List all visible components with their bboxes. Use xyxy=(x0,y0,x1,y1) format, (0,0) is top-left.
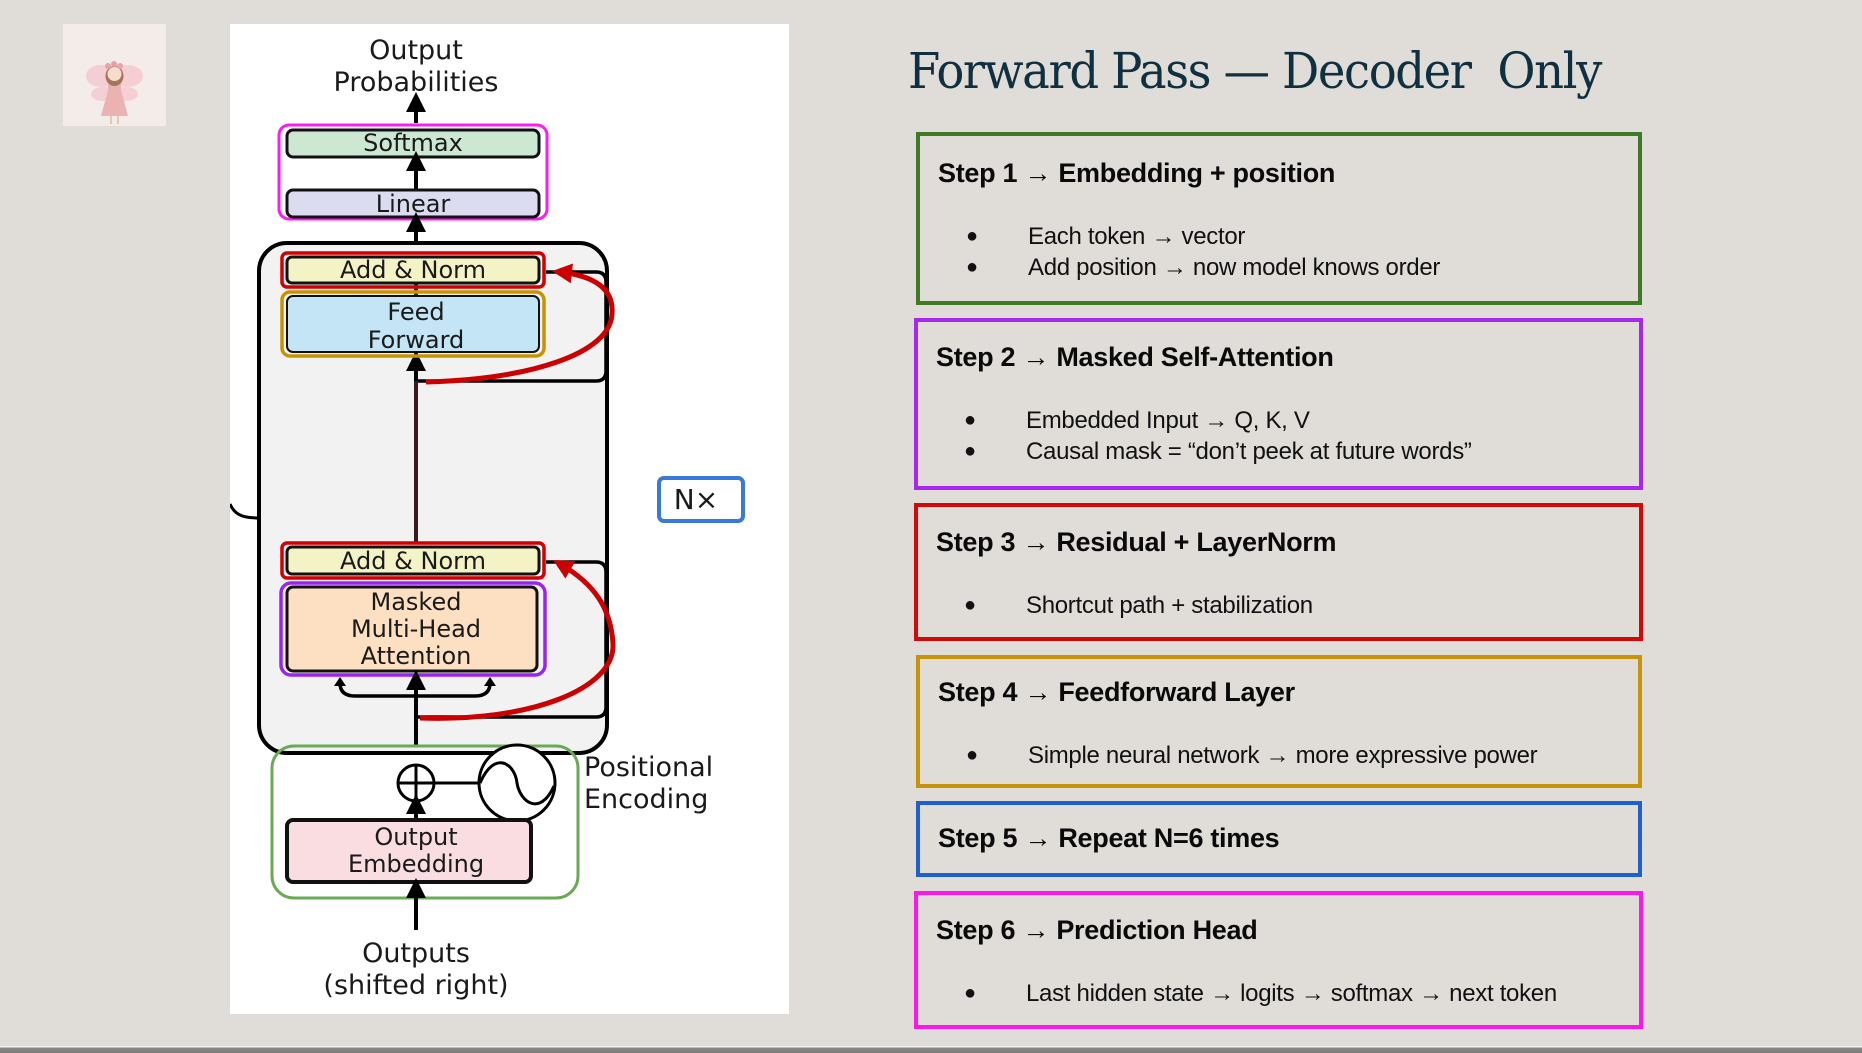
arrow-right-icon: → xyxy=(1024,677,1052,707)
add-norm-bottom-block xyxy=(285,545,541,576)
bullet-text: Add position → now model knows order xyxy=(1028,254,1441,281)
step-card-3: Step 3 → Residual + LayerNorm ● Shortcut … xyxy=(914,503,1643,641)
bullet-text: Embedded Input → Q, K, V xyxy=(1026,407,1310,434)
step-5-number: Step 5 xyxy=(938,823,1018,853)
masked-attention-label-line3: Attention xyxy=(361,642,472,670)
slide-title: Forward Pass — Decoder Only xyxy=(908,42,1602,100)
step-4-bullets: ● Simple neural network → more expressive… xyxy=(920,740,1638,771)
step-card-6: Step 6 → Prediction Head ● Last hidden st… xyxy=(914,891,1643,1029)
output-embedding-label-line2: Embedding xyxy=(348,850,484,878)
bullet-icon: ● xyxy=(966,225,978,247)
feed-forward-block xyxy=(286,295,540,353)
output-embedding-label-line1: Output xyxy=(374,823,457,851)
step-3-number: Step 3 xyxy=(936,527,1016,557)
step-6-title: Step 6 → Prediction Head xyxy=(936,915,1258,946)
v-arrowhead-icon xyxy=(484,677,496,686)
bullet-icon: ● xyxy=(964,440,976,462)
add-norm-top-label: Add & Norm xyxy=(340,256,486,284)
add-norm-top-block xyxy=(285,255,541,285)
step-6-heading: Prediction Head xyxy=(1056,915,1258,945)
step-3-heading: Residual + LayerNorm xyxy=(1056,527,1337,557)
softmax-label: Softmax xyxy=(363,129,463,157)
qkv-split-path xyxy=(338,682,492,698)
bullet-icon: ● xyxy=(964,982,976,1004)
add-norm-top-highlight xyxy=(280,251,546,289)
bullet-icon: ● xyxy=(966,256,978,278)
output-probabilities-label-line2: Probabilities xyxy=(334,67,499,98)
bullet-text: Each token → vector xyxy=(1028,223,1246,250)
decoder-architecture-figure: Output Probabilities Softmax Linear Add … xyxy=(230,35,745,1001)
q-arrowhead-icon xyxy=(334,677,346,686)
step-3-title: Step 3 → Residual + LayerNorm xyxy=(936,527,1337,558)
arrow-right-icon: → xyxy=(1022,342,1050,372)
outputs-label-line2: (shifted right) xyxy=(323,970,508,1001)
outputs-label-line1: Outputs xyxy=(362,938,470,969)
avatar xyxy=(63,24,166,126)
add-norm-bottom-highlight xyxy=(280,541,546,580)
bullet-text: Shortcut path + stabilization xyxy=(1026,592,1313,619)
step-4-heading: Feedforward Layer xyxy=(1058,677,1295,707)
residual-arrow-top-icon xyxy=(425,263,615,385)
step-3-bullets: ● Shortcut path + stabilization xyxy=(918,590,1639,621)
step-2-number: Step 2 xyxy=(936,342,1016,372)
step-1-title: Step 1 → Embedding + position xyxy=(938,158,1335,189)
step-2-title: Step 2 → Masked Self-Attention xyxy=(936,342,1334,373)
bullet-text: Causal mask = “don’t peek at future word… xyxy=(1026,438,1472,465)
fairy-illustration-icon xyxy=(86,61,143,124)
bullet-text: Simple neural network → more expressive … xyxy=(1028,742,1538,769)
step-5-title: Step 5 → Repeat N=6 times xyxy=(938,823,1280,854)
step-card-1: Step 1 → Embedding + position ● Each toke… xyxy=(916,132,1642,305)
arrow-right-icon: → xyxy=(1022,527,1050,557)
output-probabilities-label-line1: Output xyxy=(369,35,463,66)
nx-label: N× xyxy=(674,483,718,516)
step-card-4: Step 4 → Feedforward Layer ● Simple neura… xyxy=(916,655,1642,788)
decoder-diagram: Output Probabilities Softmax Linear Add … xyxy=(230,24,789,1014)
list-item: ● Last hidden state → logits → softmax → … xyxy=(918,978,1639,1009)
list-item: ● Shortcut path + stabilization xyxy=(918,590,1639,621)
step-1-heading: Embedding + position xyxy=(1058,158,1336,188)
embedding-highlight xyxy=(270,744,580,900)
positional-encoding-label-line2: Encoding xyxy=(584,784,708,815)
step-1-number: Step 1 xyxy=(938,158,1018,188)
step-1-bullets: ● Each token → vector ● Add position → now… xyxy=(920,221,1638,283)
step-card-2: Step 2 → Masked Self-Attention ● Embedded… xyxy=(914,318,1643,490)
bullet-icon: ● xyxy=(964,594,976,616)
encoder-connection-stub xyxy=(230,503,260,520)
feed-forward-label-line2: Forward xyxy=(368,326,465,354)
arrow-right-icon: → xyxy=(1024,158,1052,188)
positional-encoding-label-line1: Positional xyxy=(584,752,713,783)
list-item: ● Simple neural network → more expressive… xyxy=(920,740,1638,771)
feed-forward-highlight xyxy=(280,290,546,358)
step-card-5: Step 5 → Repeat N=6 times xyxy=(916,801,1642,877)
residual-arrow-bottom-icon xyxy=(419,560,616,721)
bullet-icon: ● xyxy=(964,409,976,431)
sine-curve xyxy=(478,761,556,806)
step-2-bullets: ● Embedded Input → Q, K, V ● Causal mask =… xyxy=(918,405,1639,467)
bullet-text: Last hidden state → logits → softmax → n… xyxy=(1026,980,1557,1007)
list-item: ● Embedded Input → Q, K, V xyxy=(918,405,1639,436)
list-item: ● Add position → now model knows order xyxy=(920,252,1638,283)
masked-attention-label-line1: Masked xyxy=(371,588,462,616)
slide-bottom-edge xyxy=(0,1046,1862,1053)
step-6-bullets: ● Last hidden state → logits → softmax → … xyxy=(918,978,1639,1009)
linear-label: Linear xyxy=(376,190,451,218)
residual-path-bottom xyxy=(416,560,608,719)
feed-forward-label-line1: Feed xyxy=(387,298,444,326)
bullet-icon: ● xyxy=(966,744,978,766)
arrow-right-icon: → xyxy=(1022,915,1050,945)
add-norm-bottom-label: Add & Norm xyxy=(340,547,486,575)
list-item: ● Causal mask = “don’t peek at future wor… xyxy=(918,436,1639,467)
step-6-number: Step 6 xyxy=(936,915,1016,945)
arrow-right-icon: → xyxy=(1024,823,1052,853)
nx-highlight xyxy=(657,476,745,523)
step-5-heading: Repeat N=6 times xyxy=(1058,823,1280,853)
step-4-number: Step 4 xyxy=(938,677,1018,707)
step-2-heading: Masked Self-Attention xyxy=(1056,342,1334,372)
list-item: ● Each token → vector xyxy=(920,221,1638,252)
masked-attention-label-line2: Multi-Head xyxy=(351,615,481,643)
step-4-title: Step 4 → Feedforward Layer xyxy=(938,677,1295,708)
